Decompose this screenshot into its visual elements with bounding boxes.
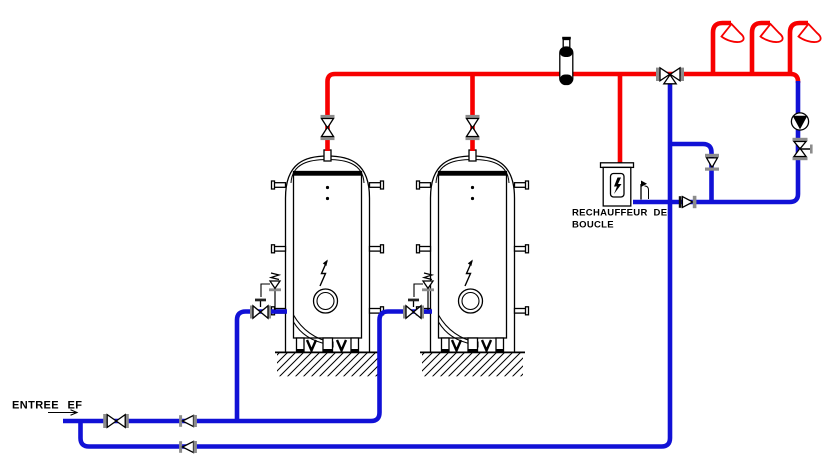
cold-water-pipes <box>63 81 801 449</box>
storage-tank-1 <box>270 148 385 378</box>
inlet-shutoff-valve <box>103 413 129 429</box>
inlet-check-valve-lower <box>178 440 198 454</box>
storage-tank-2 <box>415 148 530 378</box>
cold-branch-pipe <box>670 141 714 202</box>
cold-inlet-label-group: ENTREE EF <box>12 400 82 416</box>
loop-pump <box>790 112 810 131</box>
loop-check-valve <box>678 195 697 209</box>
hot-water-pipes <box>325 71 801 167</box>
cold-branch-valve <box>705 153 719 171</box>
three-way-mixing-valve <box>656 66 684 85</box>
reheater-label-line2: BOUCLE <box>572 220 614 231</box>
loop-return-valve <box>792 137 813 161</box>
shower-3 <box>790 23 821 74</box>
tank-1-outlet-valve <box>319 114 336 141</box>
air-vent <box>559 36 574 86</box>
hot-main-pipe <box>325 71 801 151</box>
reheater-sensor <box>640 180 649 200</box>
cold-inlet-label: ENTREE EF <box>12 400 82 412</box>
reheater-label-line1: RECHAUFFEUR DE <box>572 208 667 219</box>
shower-1 <box>713 23 744 74</box>
inlet-check-valve-upper <box>178 414 198 428</box>
cold-inlet-upper-line <box>63 309 432 424</box>
cold-main-riser-and-lower-line <box>78 83 673 449</box>
tank-1-feed-riser <box>234 309 287 421</box>
loop-return-pipe <box>633 81 801 205</box>
tank-2-outlet-valve <box>464 114 481 141</box>
shower-2 <box>752 23 783 74</box>
loop-reheater <box>599 162 635 207</box>
